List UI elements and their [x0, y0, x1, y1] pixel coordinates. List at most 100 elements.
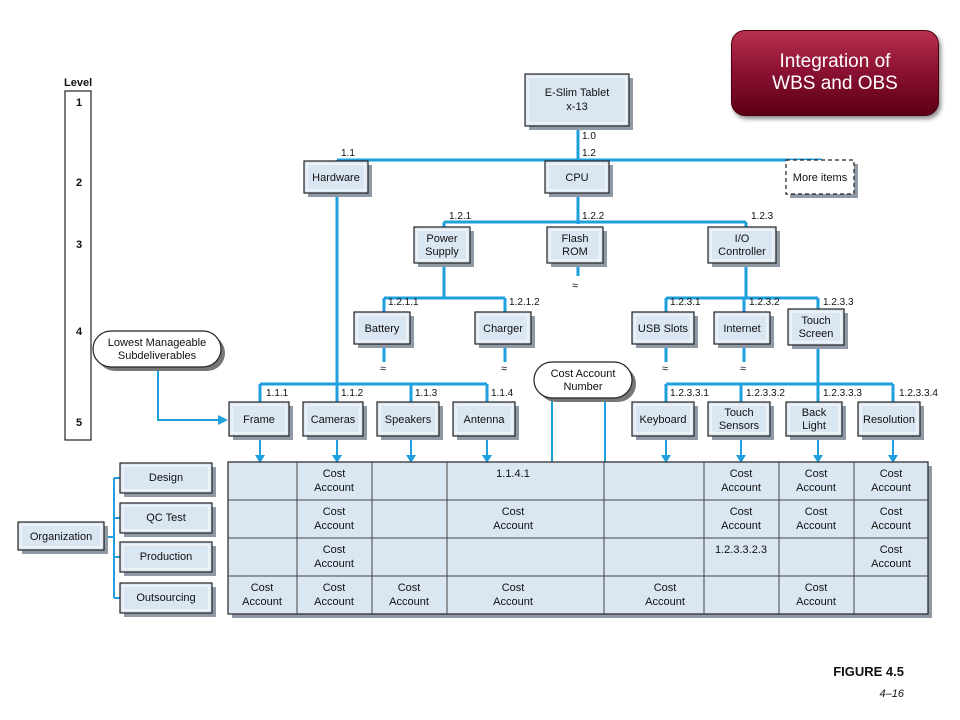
svg-text:Cost: Cost	[502, 582, 525, 594]
matrix-cell-qc-touch-sensors[interactable]: Cost Account	[721, 506, 761, 532]
wbs-back-light-box[interactable]: Back Light	[785, 401, 846, 440]
svg-text:Resolution: Resolution	[863, 414, 915, 426]
svg-text:I/O: I/O	[735, 233, 750, 245]
svg-text:Cost Account: Cost Account	[551, 368, 616, 380]
svg-text:Back: Back	[802, 407, 827, 419]
matrix-cell-outsourcing-cameras[interactable]: Cost Account	[314, 582, 354, 608]
matrix-cell-qc-antenna[interactable]: Cost Account	[493, 506, 533, 532]
wbs-cameras-box[interactable]: Cameras	[302, 401, 367, 440]
matrix-cell-design-resolution[interactable]: Cost Account	[871, 468, 911, 494]
wbs-more-items-box[interactable]: More items	[785, 159, 858, 198]
obs-outsourcing-box[interactable]: Outsourcing	[119, 582, 216, 617]
matrix-cell-production-resolution[interactable]: Cost Account	[871, 544, 911, 570]
svg-text:More items: More items	[793, 172, 848, 184]
svg-text:CPU: CPU	[565, 172, 588, 184]
svg-text:Number: Number	[563, 381, 602, 393]
code-keyboard: 1.2.3.3.1	[670, 388, 709, 399]
level-2-label: 2	[76, 177, 82, 189]
obs-design-box[interactable]: Design	[119, 462, 216, 497]
svg-text:QC Test: QC Test	[146, 512, 186, 524]
code-io-controller: 1.2.3	[751, 211, 774, 222]
obs-organization-box[interactable]: Organization	[17, 521, 108, 554]
title-badge: Integration of WBS and OBS	[731, 30, 939, 116]
code-charger: 1.2.1.2	[509, 297, 540, 308]
wbs-keyboard-box[interactable]: Keyboard	[631, 401, 698, 440]
svg-text:Battery: Battery	[365, 323, 400, 335]
code-back-light: 1.2.3.3.3	[823, 388, 862, 399]
wbs-touch-screen-box[interactable]: Touch Screen	[787, 308, 848, 349]
wbs-root-box[interactable]: E-Slim Tablet x-13	[524, 73, 633, 130]
matrix-cell-outsourcing-frame[interactable]: Cost Account	[242, 582, 282, 608]
wbs-speakers-box[interactable]: Speakers	[376, 401, 443, 440]
matrix-cell-outsourcing-back-light[interactable]: Cost Account	[796, 582, 836, 608]
obs-production-box[interactable]: Production	[119, 541, 216, 576]
matrix-cell-design-cameras[interactable]: Cost Account	[314, 468, 354, 494]
obs-qc-test-box[interactable]: QC Test	[119, 502, 216, 537]
svg-text:Account: Account	[389, 596, 429, 608]
svg-text:Cost: Cost	[323, 468, 346, 480]
code-speakers: 1.1.3	[415, 388, 438, 399]
code-cameras: 1.1.2	[341, 388, 364, 399]
svg-text:Account: Account	[645, 596, 685, 608]
level-column: Level 1 2 3 4 5	[64, 77, 92, 441]
code-cpu: 1.2	[582, 148, 596, 159]
svg-text:Touch: Touch	[801, 315, 830, 327]
matrix-cell-outsourcing-antenna[interactable]: Cost Account	[493, 582, 533, 608]
svg-text:Lowest Manageable: Lowest Manageable	[108, 337, 206, 349]
svg-text:Account: Account	[796, 482, 836, 494]
svg-text:Power: Power	[426, 233, 458, 245]
wbs-io-controller-box[interactable]: I/O Controller	[707, 226, 780, 267]
wbs-antenna-box[interactable]: Antenna	[452, 401, 519, 440]
wbs-usb-slots-box[interactable]: USB Slots	[631, 311, 698, 348]
svg-text:Keyboard: Keyboard	[639, 414, 686, 426]
svg-text:Charger: Charger	[483, 323, 523, 335]
matrix-cell-code-1141[interactable]: 1.1.4.1	[496, 468, 530, 480]
wbs-frame-box[interactable]: Frame	[228, 401, 293, 440]
svg-text:Cost: Cost	[251, 582, 274, 594]
svg-text:Account: Account	[493, 520, 533, 532]
wbs-cpu-box[interactable]: CPU	[544, 160, 613, 197]
matrix-cell-outsourcing-keyboard[interactable]: Cost Account	[645, 582, 685, 608]
wbs-battery-box[interactable]: Battery	[353, 311, 414, 348]
matrix-cell-production-cameras[interactable]: Cost Account	[314, 544, 354, 570]
svg-text:Account: Account	[721, 482, 761, 494]
approx-charger: ≈	[501, 363, 507, 375]
wbs-charger-box[interactable]: Charger	[474, 311, 535, 348]
svg-text:Account: Account	[871, 520, 911, 532]
matrix-cell-qc-back-light[interactable]: Cost Account	[796, 506, 836, 532]
matrix-cell-design-touch-sensors[interactable]: Cost Account	[721, 468, 761, 494]
page-number: 4–16	[879, 688, 904, 700]
level-4-label: 4	[76, 326, 83, 338]
matrix-cell-qc-resolution[interactable]: Cost Account	[871, 506, 911, 532]
approx-flash-rom: ≈	[572, 280, 578, 292]
wbs-internet-box[interactable]: Internet	[713, 311, 774, 348]
wbs-flash-rom-box[interactable]: Flash ROM	[546, 226, 607, 267]
code-battery: 1.2.1.1	[388, 297, 419, 308]
svg-text:Subdeliverables: Subdeliverables	[118, 350, 197, 362]
matrix-cell-code-123323[interactable]: 1.2.3.3.2.3	[715, 544, 767, 556]
svg-text:Cost: Cost	[398, 582, 421, 594]
wbs-power-supply-box[interactable]: Power Supply	[413, 226, 474, 267]
code-antenna: 1.1.4	[491, 388, 514, 399]
wbs-hardware-box[interactable]: Hardware	[303, 160, 372, 197]
svg-text:Account: Account	[871, 558, 911, 570]
matrix-cell-outsourcing-speakers[interactable]: Cost Account	[389, 582, 429, 608]
code-root: 1.0	[582, 131, 596, 142]
svg-text:Cameras: Cameras	[311, 414, 356, 426]
svg-text:Cost: Cost	[805, 506, 828, 518]
svg-text:Frame: Frame	[243, 414, 275, 426]
svg-text:Account: Account	[796, 596, 836, 608]
matrix-cell-design-back-light[interactable]: Cost Account	[796, 468, 836, 494]
wbs-resolution-box[interactable]: Resolution	[857, 401, 924, 440]
svg-text:Account: Account	[314, 482, 354, 494]
cost-account-matrix: Cost Account 1.1.4.1 Cost Account Cost A…	[227, 461, 932, 618]
title-line-2: WBS and OBS	[772, 73, 898, 94]
wbs-touch-sensors-box[interactable]: Touch Sensors	[707, 401, 774, 440]
svg-text:Speakers: Speakers	[385, 414, 432, 426]
svg-text:Account: Account	[871, 482, 911, 494]
level-3-label: 3	[76, 239, 82, 251]
svg-text:E-Slim Tablet: E-Slim Tablet	[545, 87, 610, 99]
matrix-cell-qc-cameras[interactable]: Cost Account	[314, 506, 354, 532]
level-5-label: 5	[76, 417, 82, 429]
